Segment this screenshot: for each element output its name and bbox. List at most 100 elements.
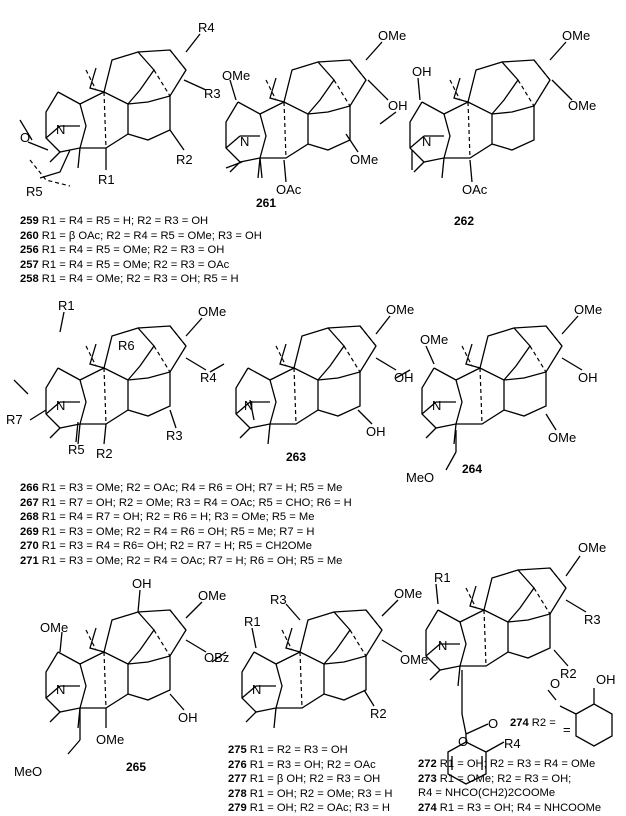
- atom-label-ome: OMe: [40, 620, 68, 635]
- atom-label-r1: R1: [244, 614, 261, 629]
- atom-label-n: N: [422, 134, 431, 149]
- atom-label-oh: OH: [178, 710, 198, 725]
- atom-label-r4: R4: [504, 736, 521, 751]
- caption-line: 277 R1 = β OH; R2 = R3 = OH: [228, 772, 392, 787]
- atom-label-ome: OMe: [420, 332, 448, 347]
- atom-label-r2: R2: [560, 666, 577, 681]
- substituent-text: R1 = OH; R2 = OAc; R3 = H: [246, 802, 390, 814]
- caption-line: 259 R1 = R4 = R5 = H; R2 = R3 = OH: [20, 214, 262, 229]
- atom-label-ome: OMe: [198, 304, 226, 319]
- label-274-r2: 274 R2 =: [510, 716, 556, 731]
- caption-line: 270 R1 = R3 = R4 = R6= OH; R2 = R7 = H; …: [20, 539, 352, 554]
- substituent-text: R1 = β OAc; R2 = R4 = R5 = OMe; R3 = OH: [38, 229, 262, 242]
- atom-label-oh: OH: [388, 98, 408, 113]
- compound-number: 267: [20, 496, 39, 509]
- atom-label-ome: OMe: [378, 28, 406, 43]
- atom-label-r7: R7: [6, 412, 23, 427]
- substituent-text: R1 = R3 = OMe; R2 = R4 = OAc; R7 = H; R6…: [38, 554, 343, 567]
- compound-number: 260: [20, 229, 39, 242]
- caption-line: 266 R1 = R3 = OMe; R2 = OAc; R4 = R6 = O…: [20, 481, 352, 496]
- caption-line: 260 R1 = β OAc; R2 = R4 = R5 = OMe; R3 =…: [20, 229, 262, 244]
- atom-label-n: N: [56, 398, 65, 413]
- caption-line: 257 R1 = R4 = R5 = OMe; R2 = R3 = OAc: [20, 258, 262, 273]
- compound-number: 264: [462, 462, 483, 476]
- caption-line: 274 R1 = R3 = OH; R4 = NHCOOMe: [418, 801, 601, 816]
- substituent-text: R1 = R4 = R7 = OH; R2 = R6 = H; R3 = OMe…: [38, 511, 315, 523]
- compound-number: 272: [418, 758, 437, 770]
- substituent-text: R1 = R3 = OH; R4 = NHCOOMe: [436, 801, 602, 814]
- caption-line: 279 R1 = OH; R2 = OAc; R3 = H: [228, 801, 392, 816]
- substituent-text: R2 =: [528, 717, 556, 729]
- atom-label-oh: OH: [132, 576, 152, 591]
- atom-label-r2: R2: [96, 446, 113, 461]
- atom-label-ome: OMe: [562, 28, 590, 43]
- compound-number: 258: [20, 273, 39, 285]
- compound-number: 279: [228, 802, 247, 814]
- compound-number: 268: [20, 511, 39, 523]
- compound-number: 259: [20, 215, 39, 227]
- substituent-text: R1 = R2 = R3 = OH: [246, 744, 348, 756]
- atom-label-r4: R4: [198, 20, 215, 35]
- atom-label-meo: MeO: [406, 470, 434, 485]
- compound-number: 261: [256, 196, 277, 210]
- substituent-text: R1 = R3 = R4 = R6= OH; R2 = R7 = H; R5 =…: [38, 540, 312, 552]
- substituent-text: R1 = R3 = OMe; R2 = R4 = R6 = OH; R5 = M…: [38, 525, 315, 538]
- compound-number: 256: [20, 244, 39, 256]
- substituent-text: R1 = OMe; R2 = R3 = OH;: [436, 772, 572, 785]
- caption-line: 275 R1 = R2 = R3 = OH: [228, 743, 392, 758]
- atom-label-oh: OH: [366, 424, 386, 439]
- atom-label-oh: OH: [412, 64, 432, 79]
- atom-label-r1: R1: [98, 172, 115, 187]
- atom-label-r2: R2: [176, 152, 193, 167]
- atom-label-r3: R3: [270, 592, 287, 607]
- atom-label-ome: OMe: [198, 588, 226, 603]
- atom-label-n: N: [56, 682, 65, 697]
- substituent-caption-266-271: 266 R1 = R3 = OMe; R2 = OAc; R4 = R6 = O…: [20, 481, 352, 568]
- atom-label-eq: =: [563, 722, 571, 737]
- compound-number: 263: [286, 450, 307, 464]
- compound-number: 270: [20, 540, 39, 552]
- atom-label-ome: OMe: [548, 430, 576, 445]
- atom-label-r3: R3: [204, 86, 221, 101]
- atom-label-oh: OH: [596, 672, 616, 687]
- atom-label-r6: R6: [118, 338, 135, 353]
- atom-label-n: N: [244, 398, 253, 413]
- compound-number: 271: [20, 554, 39, 567]
- caption-line: 276 R1 = R3 = OH; R2 = OAc: [228, 758, 392, 773]
- atom-label-ome: OMe: [400, 652, 428, 667]
- caption-line: 278 R1 = OH; R2 = OMe; R3 = H: [228, 787, 392, 802]
- compound-number: 262: [454, 214, 475, 228]
- caption-line: 273 R1 = OMe; R2 = R3 = OH;: [418, 772, 601, 787]
- atom-label-n: N: [240, 134, 249, 149]
- atom-label-ome: OMe: [350, 152, 378, 167]
- atom-label-ome: OMe: [386, 302, 414, 317]
- atom-label-ome: OMe: [394, 586, 422, 601]
- compound-number: 278: [228, 787, 247, 800]
- atom-label-ome: OMe: [568, 98, 596, 113]
- substituent-text: R1 = R4 = R5 = OMe; R2 = R3 = OAc: [38, 258, 230, 271]
- atom-label-oh: OH: [394, 370, 414, 385]
- caption-line: 267 R1 = R7 = OH; R2 = OMe; R3 = R4 = OA…: [20, 496, 352, 511]
- substituent-caption-272-274: 272 R1 = OH; R2 = R3 = R4 = OMe 273 R1 = …: [418, 757, 601, 815]
- substituent-text: R1 = R3 = OH; R2 = OAc: [246, 758, 376, 771]
- atom-label-o: O: [20, 130, 30, 145]
- atom-label-n: N: [56, 122, 65, 137]
- substituent-text: R1 = R3 = OMe; R2 = OAc; R4 = R6 = OH; R…: [38, 482, 343, 494]
- caption-line: 258 R1 = R4 = OMe; R2 = R3 = OH; R5 = H: [20, 272, 262, 287]
- substituent-text: R1 = OH; R2 = R3 = R4 = OMe: [436, 758, 596, 770]
- atom-label-r4: R4: [200, 370, 217, 385]
- atom-label-meo: MeO: [14, 764, 42, 779]
- atom-label-ome: OMe: [96, 732, 124, 747]
- caption-line: 269 R1 = R3 = OMe; R2 = R4 = R6 = OH; R5…: [20, 525, 352, 540]
- atom-label-r3: R3: [584, 612, 601, 627]
- atom-label-r5: R5: [68, 442, 85, 457]
- atom-label-r2: R2: [370, 706, 387, 721]
- compound-number: 269: [20, 525, 39, 538]
- caption-line: R4 = NHCO(CH2)2COOMe: [418, 786, 601, 801]
- compound-number: 277: [228, 773, 247, 785]
- substituent-text: R1 = R4 = OMe; R2 = R3 = OH; R5 = H: [38, 273, 239, 285]
- atom-label-r1: R1: [58, 298, 75, 313]
